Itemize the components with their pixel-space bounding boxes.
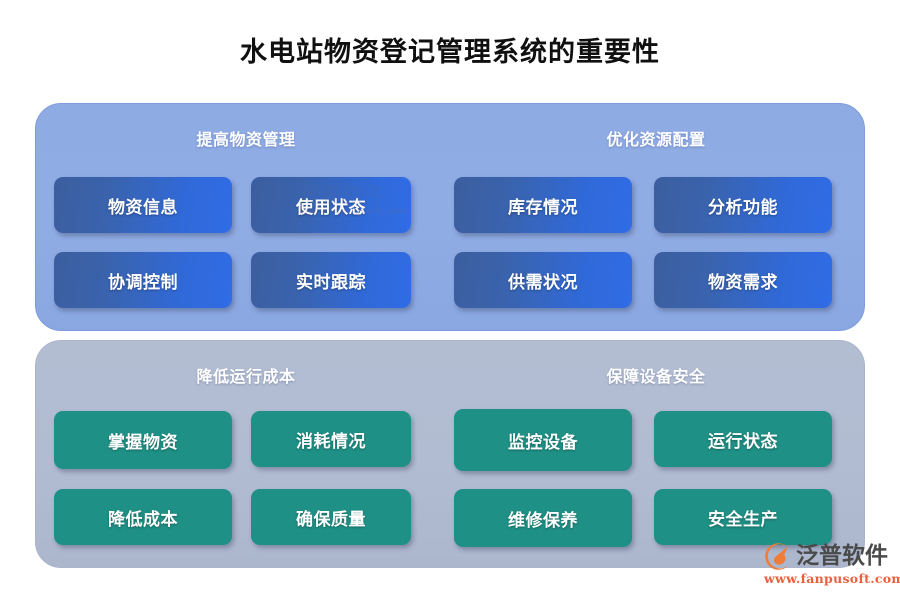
fanpu-logo[interactable]: 泛普软件 www.fanpusoft.com	[764, 541, 900, 589]
logo-brand-text: 泛普软件	[796, 542, 888, 569]
group-heading-optimize-resources: 优化资源配置	[606, 130, 706, 149]
card-safety-production[interactable]: 安全生产	[654, 489, 832, 545]
fanpu-swoosh-icon	[764, 542, 793, 571]
card-operating-status[interactable]: 运行状态	[654, 411, 832, 467]
card-monitoring-equipment[interactable]: 监控设备	[454, 409, 632, 471]
logo-url-text: www.fanpusoft.com	[764, 571, 900, 586]
card-maintenance-upkeep[interactable]: 维修保养	[454, 489, 632, 547]
group-heading-equipment-safety: 保障设备安全	[606, 367, 706, 386]
card-reduce-cost[interactable]: 降低成本	[54, 489, 232, 545]
card-inventory-status[interactable]: 库存情况	[454, 177, 632, 233]
logo-row: 泛普软件	[764, 541, 892, 571]
card-material-info[interactable]: 物资信息	[54, 177, 232, 233]
card-ensure-quality[interactable]: 确保质量	[251, 489, 411, 545]
card-material-demand[interactable]: 物资需求	[654, 252, 832, 308]
group-heading-reduce-cost: 降低运行成本	[196, 367, 296, 386]
card-analysis-function[interactable]: 分析功能	[654, 177, 832, 233]
card-grasp-materials[interactable]: 掌握物资	[54, 411, 232, 469]
page-title: 水电站物资登记管理系统的重要性	[240, 37, 660, 68]
card-realtime-tracking[interactable]: 实时跟踪	[251, 252, 411, 308]
panel-improve-and-optimize: 提高物资管理 优化资源配置 物资信息 使用状态 库存情况 分析功能 协调控制 实…	[35, 103, 865, 331]
card-coordination-control[interactable]: 协调控制	[54, 252, 232, 308]
group-heading-improve-materials: 提高物资管理	[196, 130, 296, 149]
card-consumption-status[interactable]: 消耗情况	[251, 411, 411, 467]
card-supply-demand-status[interactable]: 供需状况	[454, 252, 632, 308]
panel-cost-and-safety: 降低运行成本 保障设备安全 掌握物资 消耗情况 监控设备 运行状态 降低成本 确…	[35, 340, 865, 568]
card-usage-status[interactable]: 使用状态	[251, 177, 411, 233]
